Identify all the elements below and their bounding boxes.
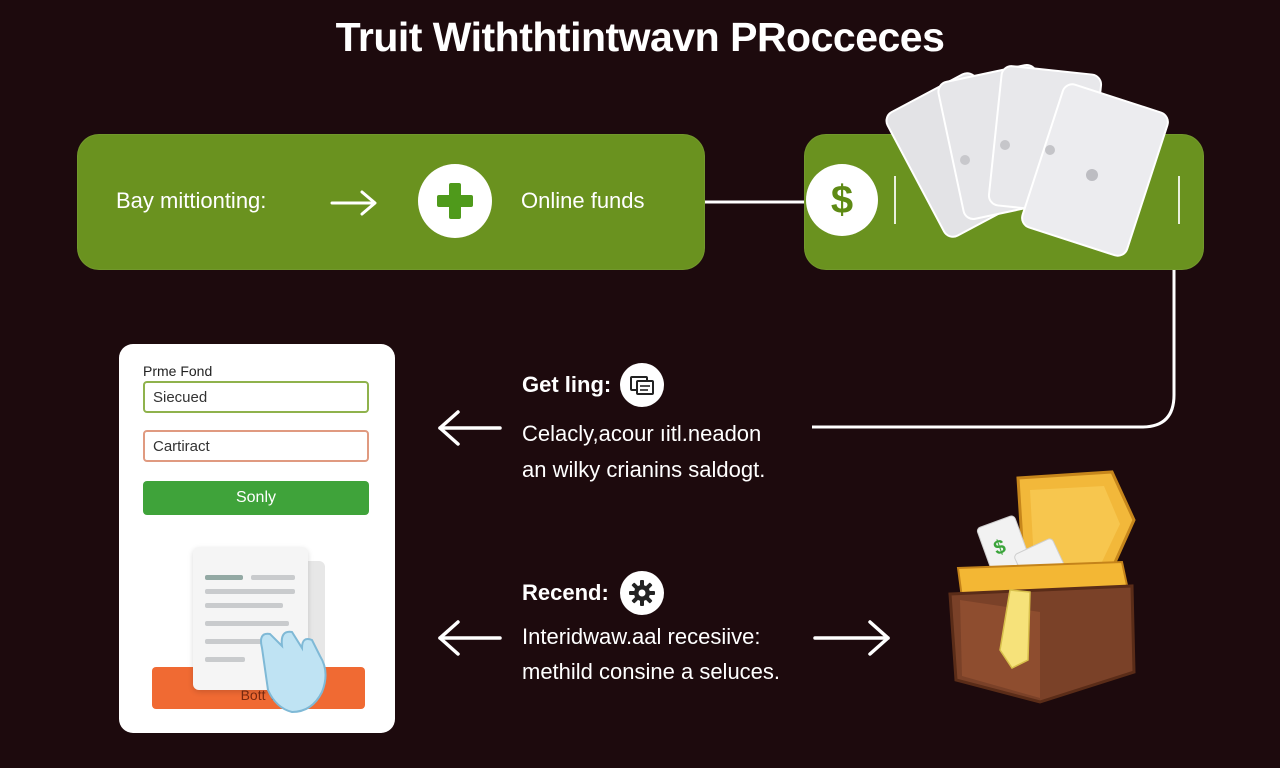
right-arrow-icon: [813, 620, 890, 656]
gear-icon: [620, 571, 664, 615]
step-1-label: Bay mittionting:: [116, 188, 267, 213]
left-arrow-icon: [438, 620, 502, 656]
left-arrow-icon: [438, 410, 502, 446]
get-section-line-1: Celacly,acour ıitl.neadon: [522, 421, 762, 446]
diagram-title: Truit Withthtintwavn PRocceces: [335, 14, 945, 60]
panel-divider: [1178, 176, 1180, 224]
plus-icon: [418, 164, 492, 238]
form-field-1[interactable]: Siecued: [143, 381, 369, 413]
recend-section-line-2: methild consine a seluces.: [522, 659, 781, 684]
recend-section-heading: Recend:: [522, 580, 609, 605]
form-label: Prme Fond: [143, 363, 213, 379]
return-connector: [812, 270, 1176, 429]
get-section-line-2: an wilky crianins saldogt.: [522, 457, 766, 482]
submit-button[interactable]: Sonly: [143, 481, 369, 515]
get-section-heading: Get ling:: [522, 372, 612, 397]
dollar-icon: $: [806, 164, 878, 236]
panel-divider: [894, 176, 896, 224]
right-arrow-icon: [330, 190, 377, 216]
step-1-next-label: Online funds: [521, 188, 645, 213]
document-icon: [620, 363, 664, 407]
form-field-2[interactable]: Cartiract: [143, 430, 369, 462]
recend-section-line-1: Interidwaw.aal recesiive:: [522, 624, 761, 649]
step-1-panel: [77, 134, 705, 270]
